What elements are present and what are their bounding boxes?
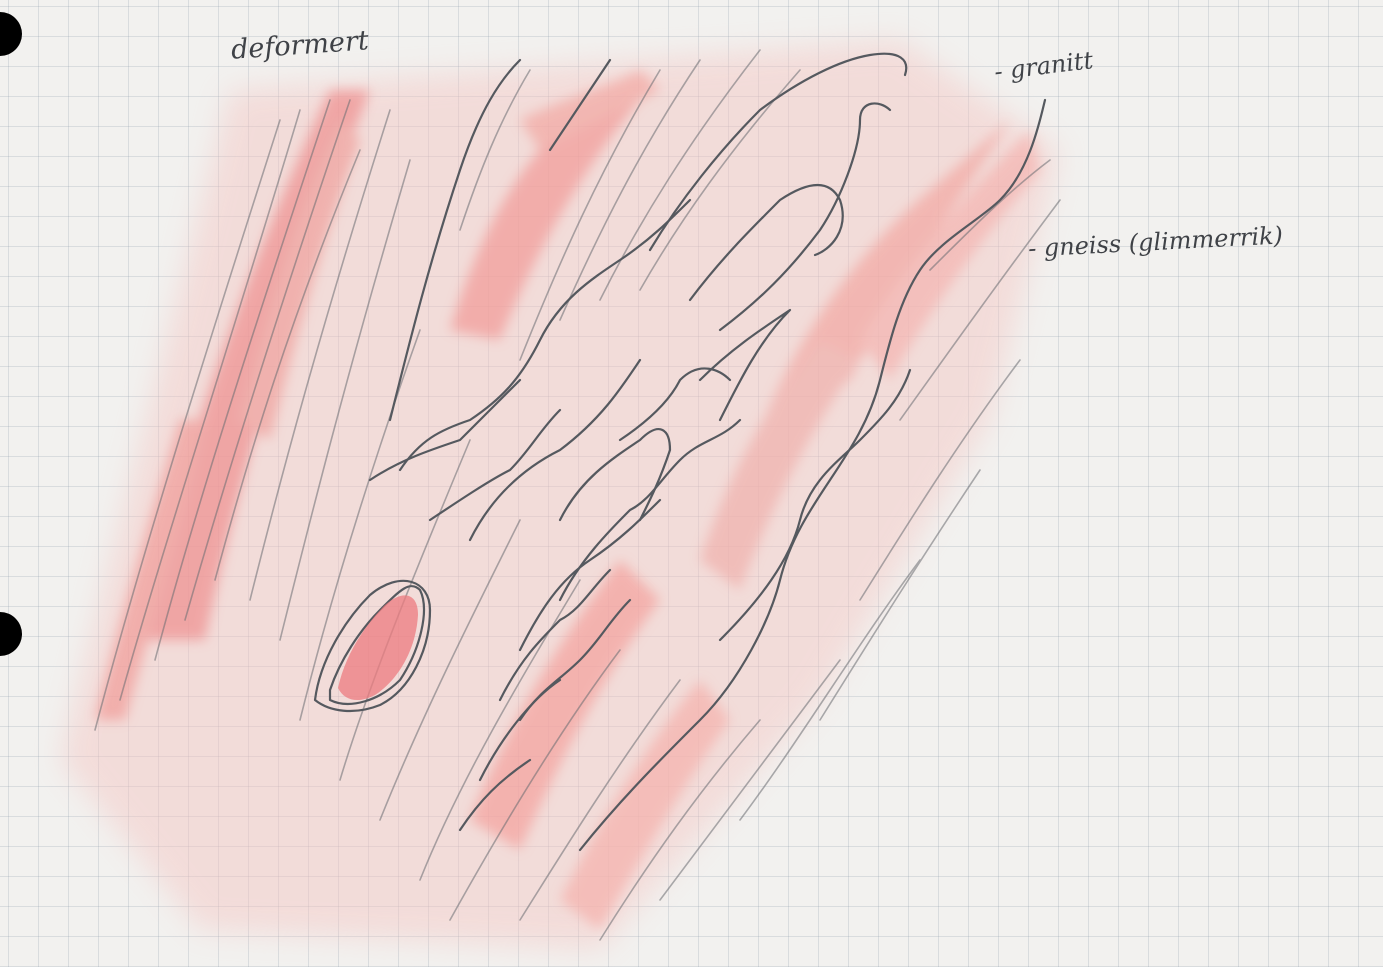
graph-paper-sheet: deformert - granitt - gneiss (glimmerrik… [0, 0, 1383, 967]
deformed-rock-sketch [0, 0, 1383, 967]
